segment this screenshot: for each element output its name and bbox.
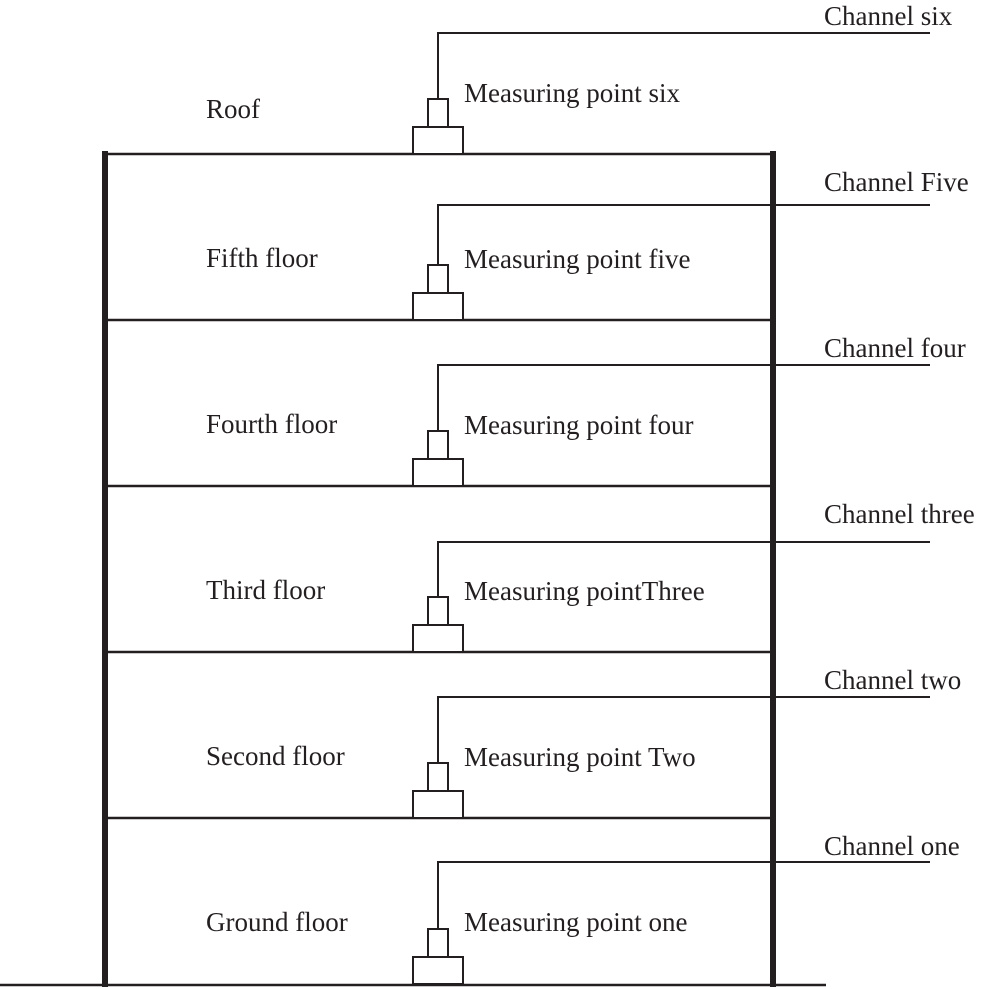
- channel-label: Channel Five: [824, 167, 969, 197]
- floor-label: Ground floor: [206, 907, 348, 937]
- measuring-point-label: Measuring point six: [464, 78, 680, 108]
- channel-label: Channel six: [824, 1, 953, 31]
- signal-wire-three: [437, 541, 930, 597]
- sensor-icon: [412, 430, 464, 487]
- floor-second: Second floor Measuring point Two Channel…: [206, 665, 961, 819]
- measuring-point-label: Measuring point five: [464, 244, 690, 274]
- floor-label: Fifth floor: [206, 243, 318, 273]
- floor-fourth: Fourth floor Measuring point four Channe…: [206, 333, 966, 487]
- floor-label: Third floor: [206, 575, 325, 605]
- measuring-point-label: Measuring point one: [464, 907, 687, 937]
- measuring-point-label: Measuring point four: [464, 410, 693, 440]
- signal-wire-two: [437, 696, 930, 763]
- floor-label: Fourth floor: [206, 409, 337, 439]
- floor-roof: Roof Measuring point six Channel six: [206, 1, 953, 155]
- signal-wire-one: [437, 861, 930, 929]
- sensor-icon: [412, 596, 464, 653]
- signal-wire-six: [437, 32, 930, 99]
- sensor-icon: [412, 264, 464, 321]
- sensor-icon: [412, 928, 464, 985]
- sensor-icon: [412, 98, 464, 155]
- floor-fifth: Fifth floor Measuring point five Channel…: [206, 167, 969, 321]
- floor-label: Roof: [206, 94, 260, 124]
- signal-wire-four: [437, 364, 930, 431]
- measuring-point-label: Measuring pointThree: [464, 576, 705, 606]
- sensor-icon: [412, 762, 464, 819]
- floor-third: Third floor Measuring pointThree Channel…: [206, 499, 975, 653]
- channel-label: Channel one: [824, 831, 960, 861]
- channel-label: Channel four: [824, 333, 966, 363]
- channel-label: Channel three: [824, 499, 975, 529]
- floor-ground: Ground floor Measuring point one Channel…: [206, 831, 960, 985]
- signal-wire-five: [437, 204, 930, 265]
- measuring-point-label: Measuring point Two: [464, 742, 696, 772]
- channel-label: Channel two: [824, 665, 961, 695]
- floor-label: Second floor: [206, 741, 345, 771]
